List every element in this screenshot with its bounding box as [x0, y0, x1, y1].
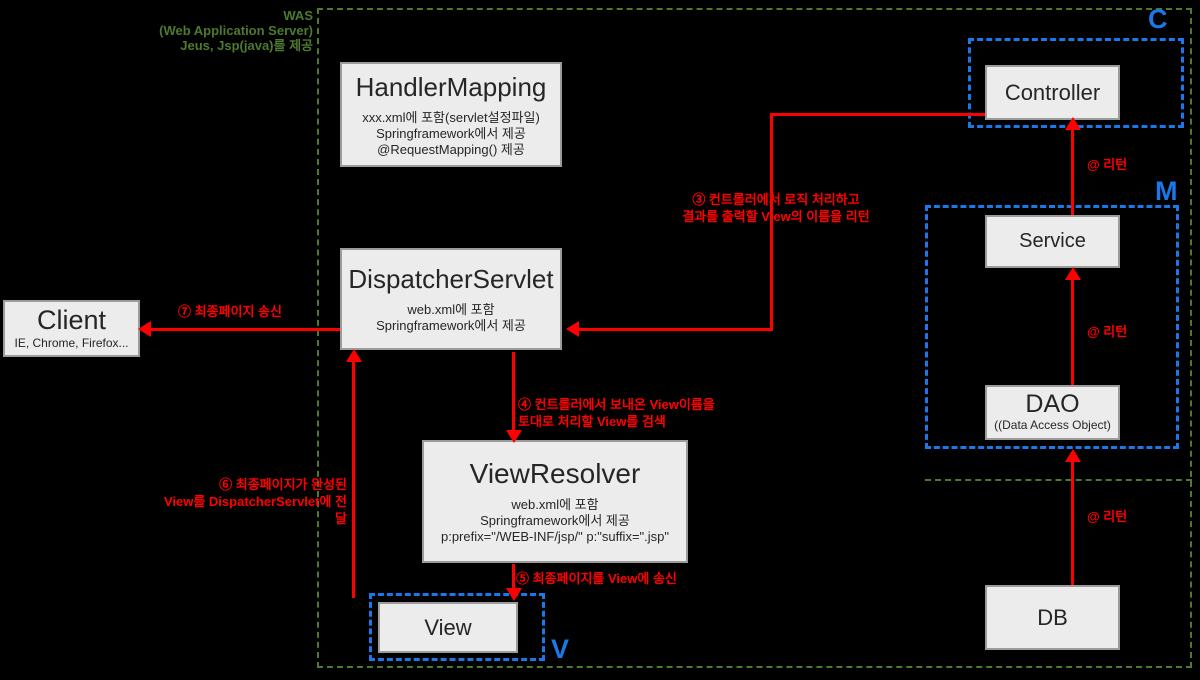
mvc-letter-m: M: [1155, 176, 1178, 206]
dao-title: DAO: [1025, 390, 1080, 418]
controller-title: Controller: [1004, 79, 1101, 105]
mvc-letter-v: V: [551, 634, 570, 664]
dispatcher-to-client-line: [150, 328, 340, 331]
mvc-letter-c: C: [1148, 4, 1168, 34]
label-dispatcher-to-viewresolver: ④ 컨트롤러에서 보내온 View이름을 토대로 처리할 View를 검색: [518, 396, 715, 430]
label-controller-return-line2: 결과를 출력할 View의 이름을 리턴: [682, 209, 870, 224]
view-resolver-notes: web.xml에 포함 Springframework에서 제공 p:prefi…: [441, 497, 669, 545]
view-resolver-box: ViewResolver web.xml에 포함 Springframework…: [422, 440, 688, 563]
view-resolver-title: ViewResolver: [469, 458, 641, 489]
model-region-rect: [925, 205, 1179, 449]
arrowhead-to-controller-icon: [1065, 117, 1081, 130]
label-controller-return-line1: ③ 컨트롤러에서 로직 처리하고: [692, 192, 860, 207]
view-box: View: [378, 602, 518, 653]
view-to-dispatcher-line: [352, 360, 355, 598]
label-final-page-to-client: ⑦ 최종페이지 송신: [178, 304, 282, 319]
arrowhead-to-viewresolver-icon: [506, 430, 522, 443]
arrowhead-to-dispatcher-up-icon: [346, 349, 362, 362]
dao-subtitle: ((Data Access Object): [994, 418, 1111, 432]
arrowhead-to-view-icon: [506, 588, 522, 601]
view-resolver-note-1: web.xml에 포함: [511, 497, 599, 512]
service-to-controller-line: [1071, 128, 1074, 215]
label-ds-vr-line1: ④ 컨트롤러에서 보내온 View이름을: [518, 397, 715, 412]
dispatcher-to-viewresolver-line: [512, 352, 515, 432]
db-title: DB: [1037, 604, 1068, 630]
label-ds-vr-line2: 토대로 처리할 View를 검색: [518, 414, 666, 429]
dao-box: DAO ((Data Access Object): [985, 385, 1120, 440]
label-view-ds-line1: ⑥ 최종페이지가 완성된: [219, 477, 347, 492]
arrowhead-to-dao-icon: [1065, 449, 1081, 462]
was-provides: Jeus, Jsp(java)를 제공: [180, 38, 313, 53]
controller-box: Controller: [985, 65, 1120, 120]
was-subtitle: (Web Application Server): [159, 23, 313, 38]
client-title: Client: [36, 305, 107, 335]
view-title: View: [424, 614, 472, 640]
client-browsers: IE, Chrome, Firefox...: [14, 336, 129, 350]
arrowhead-to-client-icon: [138, 321, 151, 337]
was-boundary-rect: [317, 8, 1192, 668]
service-title: Service: [1019, 230, 1086, 252]
dispatcher-servlet-note-2: Springframework에서 제공: [376, 318, 526, 333]
label-db-return: @ 리턴: [1087, 509, 1128, 524]
handler-mapping-title: HandlerMapping: [355, 71, 547, 102]
handler-mapping-note-3: @RequestMapping() 제공: [377, 141, 525, 157]
handler-mapping-note-2: Springframework에서 제공: [376, 125, 526, 141]
dao-to-service-line: [1071, 278, 1074, 385]
label-dao-return: @ 리턴: [1087, 324, 1128, 339]
handler-mapping-notes: xxx.xml에 포함(servlet설정파일) Springframework…: [362, 110, 540, 158]
view-region-rect: [369, 593, 545, 661]
label-service-return: @ 리턴: [1087, 157, 1128, 172]
view-resolver-note-3: p:prefix="/WEB-INF/jsp/" p:"suffix=".jsp…: [440, 529, 669, 544]
controller-return-line-bottom: [578, 328, 773, 331]
db-to-dao-line: [1071, 460, 1074, 585]
label-controller-return: ③ 컨트롤러에서 로직 처리하고 결과를 출력할 View의 이름을 리턴: [660, 191, 892, 225]
arrowhead-to-dispatcher-icon: [566, 321, 579, 337]
dispatcher-servlet-notes: web.xml에 포함 Springframework에서 제공: [376, 302, 526, 334]
dispatcher-servlet-note-1: web.xml에 포함: [407, 302, 495, 317]
viewresolver-to-view-line: [512, 564, 515, 590]
was-title: WAS: [283, 8, 313, 23]
service-box: Service: [985, 215, 1120, 268]
client-box: Client IE, Chrome, Firefox...: [3, 300, 140, 357]
db-box: DB: [985, 585, 1120, 650]
dispatcher-servlet-box: DispatcherServlet web.xml에 포함 Springfram…: [340, 248, 562, 350]
label-view-to-dispatcher: ⑥ 최종페이지가 완성된 View를 DispatcherServlet에 전달: [155, 476, 347, 527]
arrowhead-to-service-icon: [1065, 267, 1081, 280]
controller-return-line-top: [770, 113, 985, 116]
handler-mapping-note-1: xxx.xml에 포함(servlet설정파일): [362, 109, 540, 125]
label-view-ds-line2: View를 DispatcherServlet에 전달: [163, 494, 347, 526]
was-db-separator-line: [925, 479, 1192, 481]
was-label: WAS (Web Application Server) Jeus, Jsp(j…: [150, 8, 313, 53]
label-viewresolver-to-view: ⑤ 최종페이지를 View에 송신: [516, 571, 677, 586]
controller-return-line-vertical: [770, 113, 773, 331]
handler-mapping-box: HandlerMapping xxx.xml에 포함(servlet설정파일) …: [340, 62, 562, 167]
view-resolver-note-2: Springframework에서 제공: [480, 513, 630, 528]
dispatcher-servlet-title: DispatcherServlet: [348, 264, 554, 294]
